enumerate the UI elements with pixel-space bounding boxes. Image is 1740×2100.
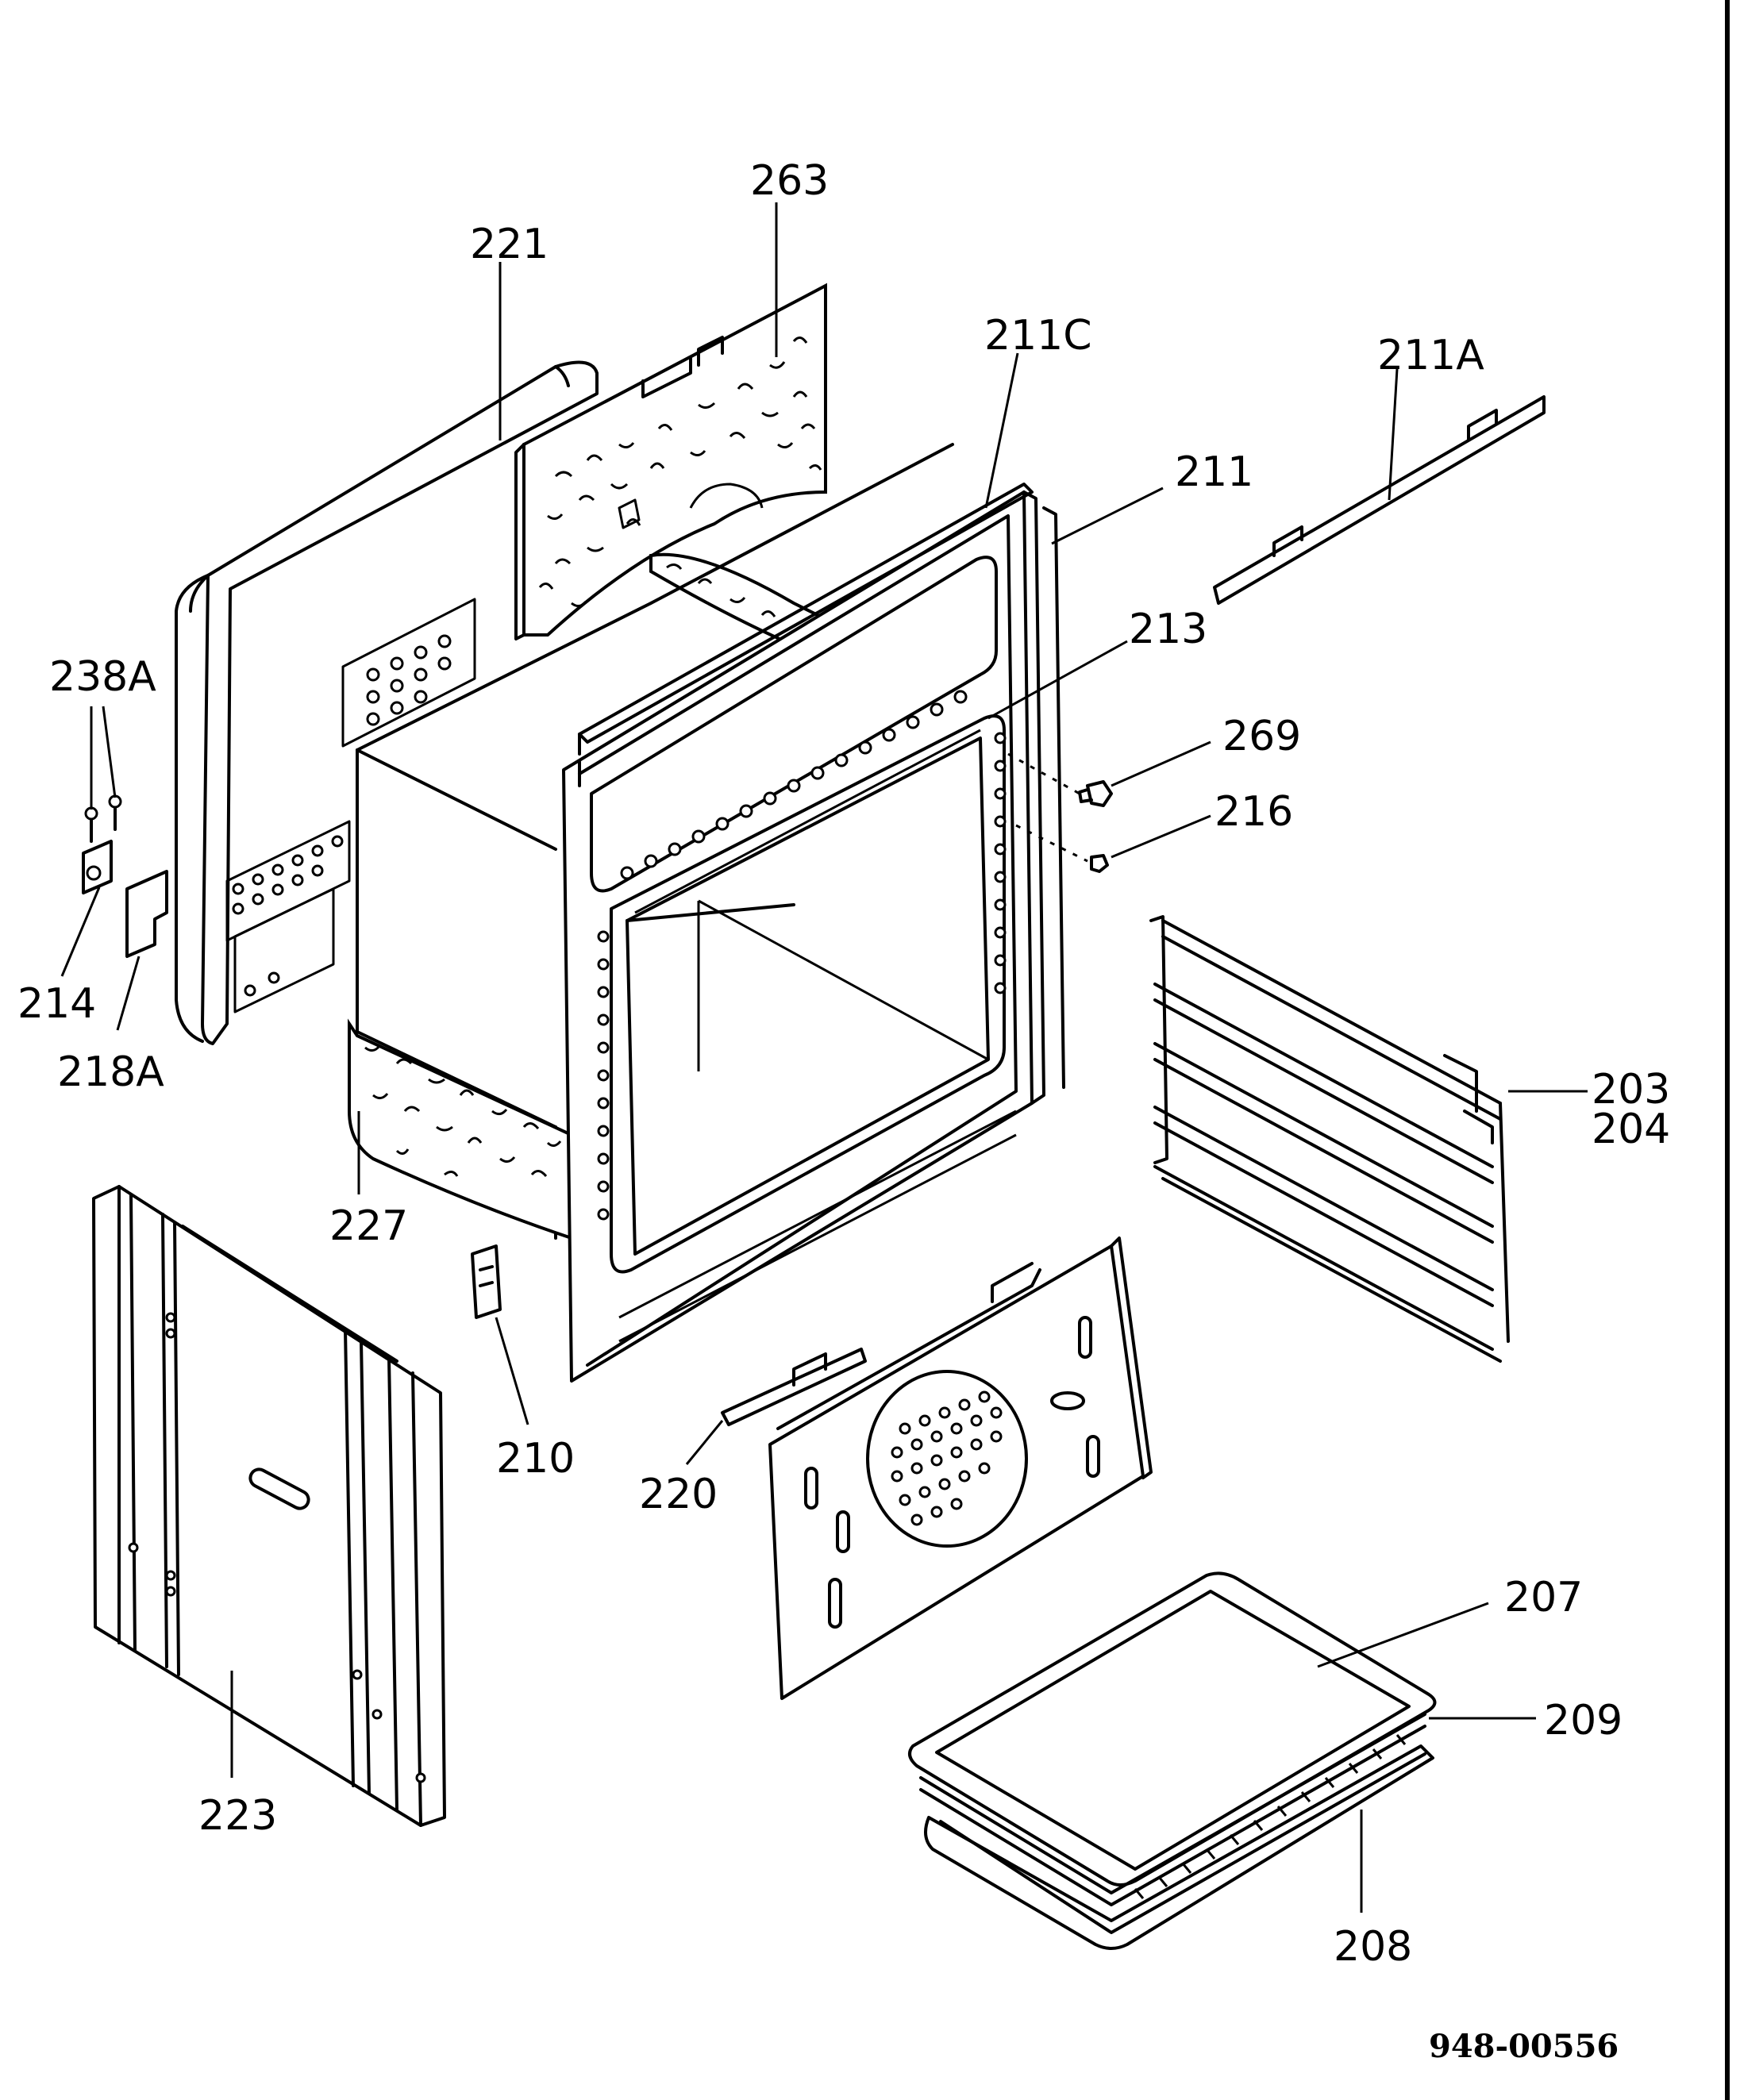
foam-texture-263 [538, 337, 822, 607]
grid-209 [919, 1713, 1426, 1906]
tray-208 [924, 1744, 1434, 1950]
part-labels: 263 221 211C 211A 211 213 238A 269 216 2… [17, 157, 1670, 2065]
vent-holes-bottom [232, 835, 344, 915]
label-216: 216 [1215, 788, 1293, 836]
screw-269 [1078, 780, 1113, 807]
screw-216 [1090, 854, 1109, 873]
panel-223 [92, 1185, 446, 1827]
bracket-218A [125, 870, 168, 958]
label-269: 269 [1222, 713, 1301, 760]
foam-texture-227 [364, 1045, 562, 1177]
tray-207 [908, 1571, 1437, 1887]
label-210: 210 [496, 1435, 575, 1483]
rail-211A [1213, 395, 1546, 605]
label-214: 214 [17, 980, 96, 1028]
insulation-263 [514, 283, 827, 640]
label-208: 208 [1334, 1923, 1412, 1971]
label-223: 223 [198, 1792, 277, 1840]
label-211: 211 [1175, 448, 1253, 496]
fan-back-panel [768, 1237, 1153, 1700]
label-227: 227 [329, 1202, 408, 1250]
label-263: 263 [750, 157, 829, 205]
label-220: 220 [639, 1471, 718, 1518]
label-204: 204 [1592, 1106, 1670, 1153]
top-strip-211C [578, 483, 1034, 756]
label-218A: 218A [57, 1048, 164, 1096]
label-221: 221 [470, 221, 549, 268]
clip-210 [471, 1244, 502, 1319]
label-238A: 238A [49, 653, 156, 701]
label-203: 203 [1592, 1066, 1670, 1113]
frame-holes [597, 690, 1007, 1221]
hinge-214 [82, 840, 113, 894]
label-209: 209 [1544, 1697, 1623, 1744]
label-211A: 211A [1377, 332, 1484, 379]
shelf-runners-203-204 [1149, 915, 1510, 1363]
fan-grille-holes [891, 1390, 1003, 1526]
label-207: 207 [1504, 1574, 1583, 1621]
label-213: 213 [1129, 606, 1207, 653]
bracket-220 [721, 1348, 867, 1426]
label-211C: 211C [984, 312, 1092, 360]
side-panel-221 [175, 360, 599, 1045]
document-code: 948-00556 [1429, 2028, 1619, 2065]
front-frame-211 [562, 490, 1065, 1383]
vent-holes-top [366, 634, 452, 726]
leader-lines [60, 202, 1588, 1913]
